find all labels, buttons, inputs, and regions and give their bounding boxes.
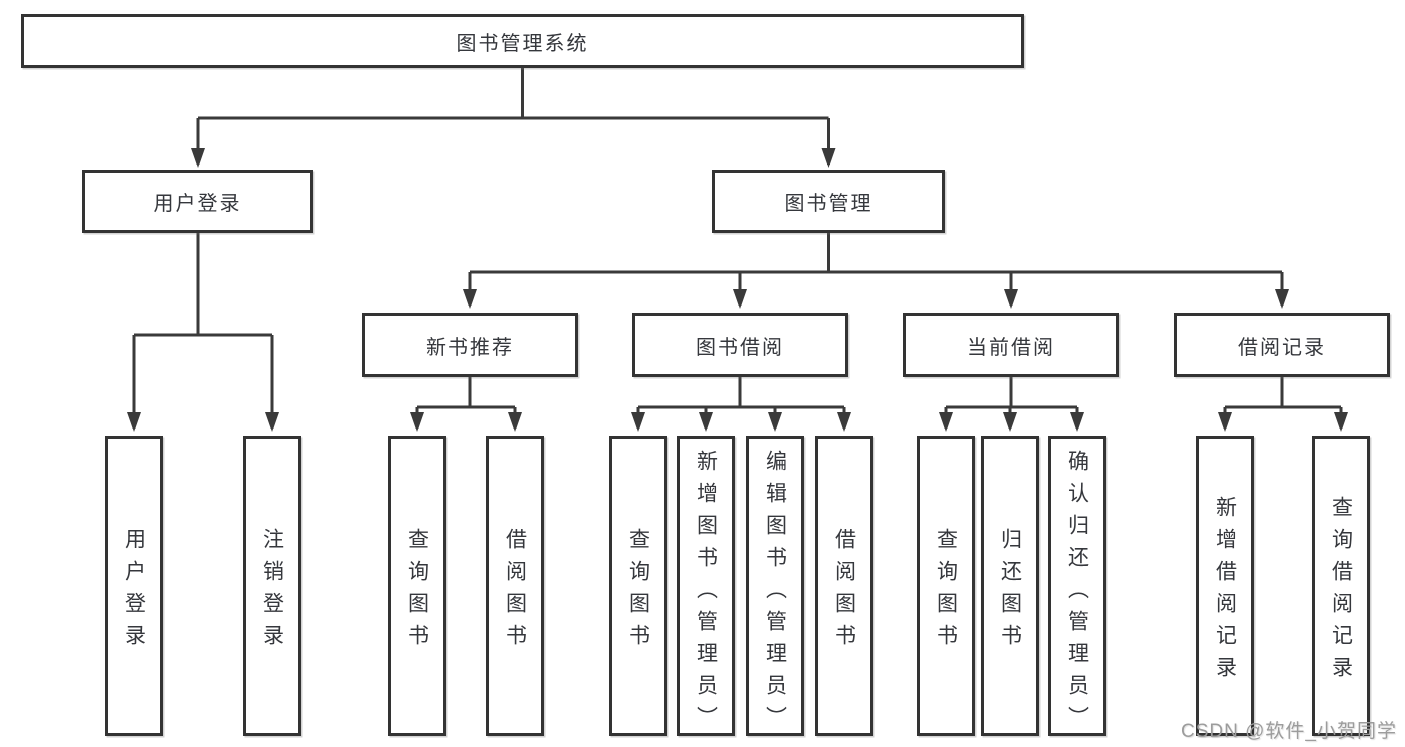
node-label: 图书管理 <box>784 193 873 215</box>
node-library-system: 图书管理系统 <box>21 14 1024 68</box>
node-label: 确认归还（管理员） <box>1065 450 1089 738</box>
node-borrow-records: 借阅记录 <box>1174 313 1390 377</box>
node-label: 查询图书 <box>934 527 958 656</box>
node-label: 查询借阅记录 <box>1329 495 1353 688</box>
node-label: 新书推荐 <box>426 336 514 359</box>
leaf-current-query-books: 查询图书 <box>917 436 975 736</box>
leaf-logout: 注销登录 <box>243 436 301 736</box>
leaf-return-books: 归还图书 <box>981 436 1039 736</box>
leaf-user-login: 用户登录 <box>105 436 163 736</box>
leaf-edit-book-admin: 编辑图书（管理员） <box>746 436 804 738</box>
node-label: 借阅记录 <box>1238 336 1326 359</box>
leaf-add-book-admin: 新增图书（管理员） <box>677 436 735 738</box>
node-book-borrow: 图书借阅 <box>632 313 848 377</box>
leaf-recommend-query-books: 查询图书 <box>388 436 446 736</box>
node-label: 查询图书 <box>405 527 429 656</box>
node-label: 注销登录 <box>260 527 284 656</box>
node-label: 用户登录 <box>153 193 242 215</box>
node-label: 图书管理系统 <box>456 32 589 55</box>
node-label: 新增借阅记录 <box>1213 495 1237 688</box>
leaf-borrow-books: 借阅图书 <box>815 436 873 736</box>
node-label: 查询图书 <box>626 527 650 656</box>
branch-rails <box>134 68 1341 409</box>
leaf-confirm-return-admin: 确认归还（管理员） <box>1048 436 1106 738</box>
node-label: 当前借阅 <box>967 336 1055 359</box>
node-label: 新增图书（管理员） <box>694 450 718 738</box>
leaf-add-borrow-record: 新增借阅记录 <box>1196 436 1254 736</box>
leaf-borrow-query-books: 查询图书 <box>609 436 667 736</box>
node-label: 借阅图书 <box>832 527 856 656</box>
node-label: 编辑图书（管理员） <box>763 450 787 738</box>
watermark-text: CSDN @软件_小贺同学 <box>1181 721 1397 742</box>
node-current-borrow: 当前借阅 <box>903 313 1119 377</box>
node-label: 借阅图书 <box>503 527 527 656</box>
node-book-management: 图书管理 <box>712 170 945 233</box>
leaf-recommend-borrow-books: 借阅图书 <box>486 436 544 736</box>
node-label: 用户登录 <box>122 527 146 656</box>
leaf-query-borrow-record: 查询借阅记录 <box>1312 436 1370 736</box>
node-new-book-recommend: 新书推荐 <box>362 313 578 377</box>
node-user-login: 用户登录 <box>82 170 313 233</box>
node-label: 图书借阅 <box>696 336 784 359</box>
node-label: 归还图书 <box>998 527 1022 656</box>
